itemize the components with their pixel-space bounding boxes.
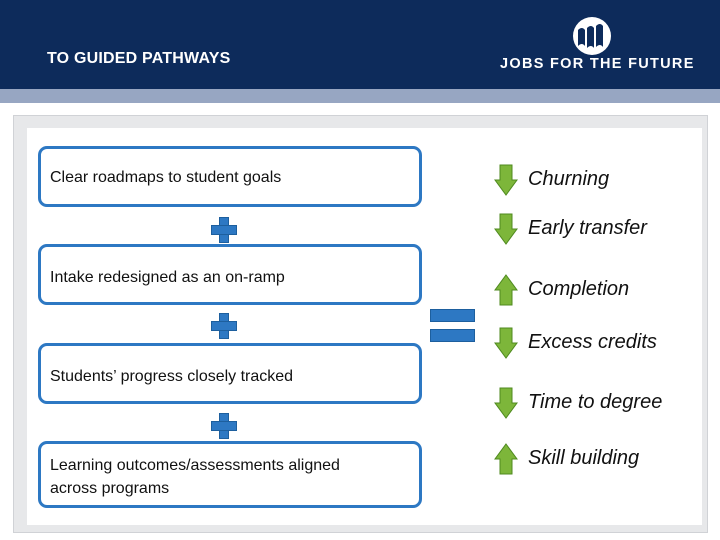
practice-label: Clear roadmaps to student goals [50,169,282,186]
outcome-skill-building: Skill building [494,443,704,475]
outcome-completion: Completion [494,274,704,306]
outcome-time-to-degree: Time to degree [494,387,704,419]
down-arrow-icon [494,327,518,359]
practice-box-intake: Intake redesigned as an on-ramp [38,244,422,305]
logo-text: JOBS FOR THE FUTURE [500,56,695,72]
plus-icon [211,217,237,243]
outcome-label: Churning [528,168,610,190]
down-arrow-icon [494,164,518,196]
practice-label: Intake redesigned as an on-ramp [50,269,285,286]
plus-icon [211,413,237,439]
practice-box-outcomes: Learning outcomes/assessments aligned ac… [38,441,422,508]
outcome-label: Time to degree [528,391,663,413]
outcome-label: Early transfer [528,217,647,239]
equals-icon [430,309,475,343]
page-title: TO GUIDED PATHWAYS [47,50,231,67]
practice-box-progress: Students’ progress closely tracked [38,343,422,404]
practice-box-roadmaps: Clear roadmaps to student goals [38,146,422,207]
outcome-early-transfer: Early transfer [494,213,704,245]
up-arrow-icon [494,443,518,475]
outcome-label: Completion [528,278,630,300]
plus-icon [211,313,237,339]
outcome-label: Skill building [528,447,640,469]
outcome-churning: Churning [494,164,704,196]
down-arrow-icon [494,213,518,245]
down-arrow-icon [494,387,518,419]
practice-label: Learning outcomes/assessments aligned ac… [50,457,340,497]
outcome-label: Excess credits [528,331,657,353]
header-bar [0,0,720,89]
header-strip [0,89,720,103]
outcome-excess-credits: Excess credits [494,327,704,359]
jff-logo-icon [573,17,611,55]
up-arrow-icon [494,274,518,306]
practice-label: Students’ progress closely tracked [50,368,294,385]
